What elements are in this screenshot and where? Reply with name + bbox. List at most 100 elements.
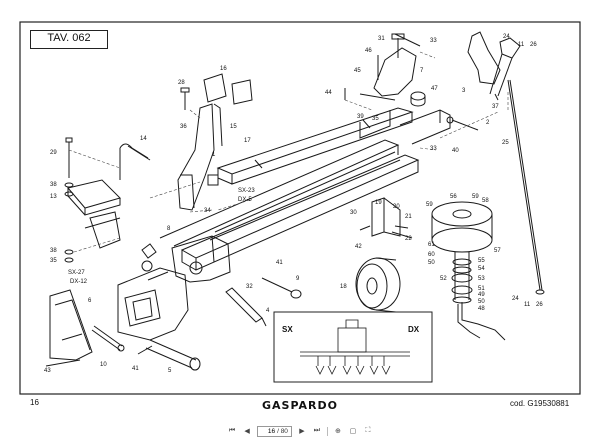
callout-11b: 11 bbox=[524, 302, 531, 308]
inset-left-label: SX bbox=[282, 325, 293, 334]
callout-7: 7 bbox=[420, 68, 424, 74]
callout-61: 61 bbox=[428, 242, 435, 248]
callout-sx-23: SX-23 bbox=[238, 188, 255, 194]
callout-24b: 24 bbox=[512, 296, 519, 302]
callout-17: 17 bbox=[244, 138, 251, 144]
callout-15: 15 bbox=[230, 124, 237, 130]
front-housing bbox=[171, 235, 231, 283]
callout-21: 21 bbox=[405, 214, 412, 220]
callout-33: 33 bbox=[430, 38, 437, 44]
callout-53: 53 bbox=[478, 276, 485, 282]
fit-page-button[interactable]: ▢ bbox=[348, 426, 358, 437]
next-page-button[interactable]: ▶ bbox=[297, 426, 307, 437]
tine-arm bbox=[457, 302, 506, 341]
frame-rails bbox=[159, 109, 451, 271]
callout-14: 14 bbox=[140, 136, 147, 142]
rod-25 bbox=[507, 79, 545, 295]
spacer-block bbox=[207, 174, 219, 186]
callout-39: 39 bbox=[357, 114, 364, 120]
callout-45: 45 bbox=[354, 68, 361, 74]
last-page-icon: ⏭ bbox=[313, 427, 321, 434]
callout-41: 41 bbox=[276, 260, 283, 266]
fullscreen-button[interactable]: ⛶ bbox=[363, 426, 373, 437]
callout-dx-12: DX-12 bbox=[70, 279, 88, 285]
mount-plate bbox=[67, 179, 121, 249]
callout-48: 48 bbox=[478, 306, 485, 312]
callout-4: 4 bbox=[266, 308, 270, 314]
callout-32: 32 bbox=[246, 284, 253, 290]
callout-20: 20 bbox=[393, 204, 400, 210]
callout-6: 6 bbox=[88, 298, 92, 304]
next-page-icon: ▶ bbox=[299, 428, 305, 435]
tow-bracket bbox=[117, 243, 189, 341]
callout-19: 19 bbox=[375, 200, 382, 206]
last-page-button[interactable]: ⏭ bbox=[312, 426, 322, 437]
vertical-plate bbox=[45, 289, 93, 367]
magnifier-icon: ⊕ bbox=[334, 428, 341, 435]
table-number-box: TAV. 062 bbox=[30, 30, 108, 49]
callout-dx-5: DX-5 bbox=[238, 197, 252, 203]
callout-29: 29 bbox=[50, 150, 57, 156]
page-number: 16 bbox=[30, 398, 39, 407]
rod-5 bbox=[137, 339, 201, 371]
callout-49: 49 bbox=[478, 292, 485, 298]
page-indicator: / 80 bbox=[257, 425, 292, 437]
pin-2 bbox=[446, 116, 479, 131]
pin-10 bbox=[91, 325, 125, 352]
callout-50b: 50 bbox=[478, 299, 485, 305]
callout-22: 22 bbox=[405, 236, 412, 242]
vertical-stand bbox=[177, 103, 223, 211]
pdf-viewer-toolbar: ⏮ ◀ / 80 ▶ ⏭ ⊕ ▢ ⛶ bbox=[200, 424, 400, 438]
callout-2: 2 bbox=[486, 120, 490, 126]
sheet-border bbox=[19, 21, 581, 395]
callout-37: 37 bbox=[492, 104, 499, 110]
table-number: TAV. 062 bbox=[47, 32, 91, 44]
previous-page-button[interactable]: ◀ bbox=[242, 426, 252, 437]
callout-60: 60 bbox=[428, 252, 435, 258]
document-code: cod. G19530881 bbox=[510, 399, 570, 408]
lever-7 bbox=[344, 33, 426, 107]
callout-34: 34 bbox=[204, 208, 211, 214]
sx-dx-inset: SX DX bbox=[273, 311, 433, 383]
washer-stack bbox=[64, 249, 74, 263]
callout-35: 35 bbox=[372, 116, 379, 122]
callout-40: 40 bbox=[452, 148, 459, 154]
callout-47: 47 bbox=[431, 86, 438, 92]
callout-3: 3 bbox=[462, 88, 466, 94]
callout-50: 50 bbox=[428, 260, 435, 266]
callout-59b: 59 bbox=[472, 194, 479, 200]
callout-38b: 38 bbox=[50, 248, 57, 254]
callout-11: 11 bbox=[518, 42, 525, 48]
callout-54: 54 bbox=[478, 266, 485, 272]
callout-25: 25 bbox=[502, 140, 509, 146]
callout-31: 31 bbox=[378, 36, 385, 42]
callout-10: 10 bbox=[100, 362, 107, 368]
bolt-28 bbox=[180, 87, 190, 110]
zoom-button[interactable]: ⊕ bbox=[333, 426, 343, 437]
inset-right-label: DX bbox=[408, 325, 420, 334]
callout-46: 46 bbox=[365, 48, 372, 54]
bracket-16 bbox=[203, 73, 253, 105]
u-hoop bbox=[119, 143, 151, 180]
first-page-button[interactable]: ⏮ bbox=[227, 426, 237, 437]
callout-42: 42 bbox=[355, 244, 362, 250]
callout-sx-27: SX-27 bbox=[68, 270, 85, 276]
total-pages-label: / 80 bbox=[277, 427, 288, 435]
callout-58: 58 bbox=[482, 198, 489, 204]
callout-13: 13 bbox=[50, 194, 57, 200]
callout-51: 51 bbox=[478, 286, 485, 292]
page-number-input[interactable] bbox=[261, 427, 276, 435]
callout-9: 9 bbox=[296, 276, 300, 282]
callout-1: 1 bbox=[212, 152, 216, 158]
previous-page-icon: ◀ bbox=[244, 428, 250, 435]
callout-44: 44 bbox=[325, 90, 332, 96]
callout-56: 56 bbox=[450, 194, 457, 200]
callout-28: 28 bbox=[178, 80, 185, 86]
fit-page-icon: ▢ bbox=[349, 428, 357, 435]
callout-26b: 26 bbox=[536, 302, 543, 308]
callout-16: 16 bbox=[220, 66, 227, 72]
callout-35b: 35 bbox=[50, 258, 57, 264]
callout-55: 55 bbox=[478, 258, 485, 264]
